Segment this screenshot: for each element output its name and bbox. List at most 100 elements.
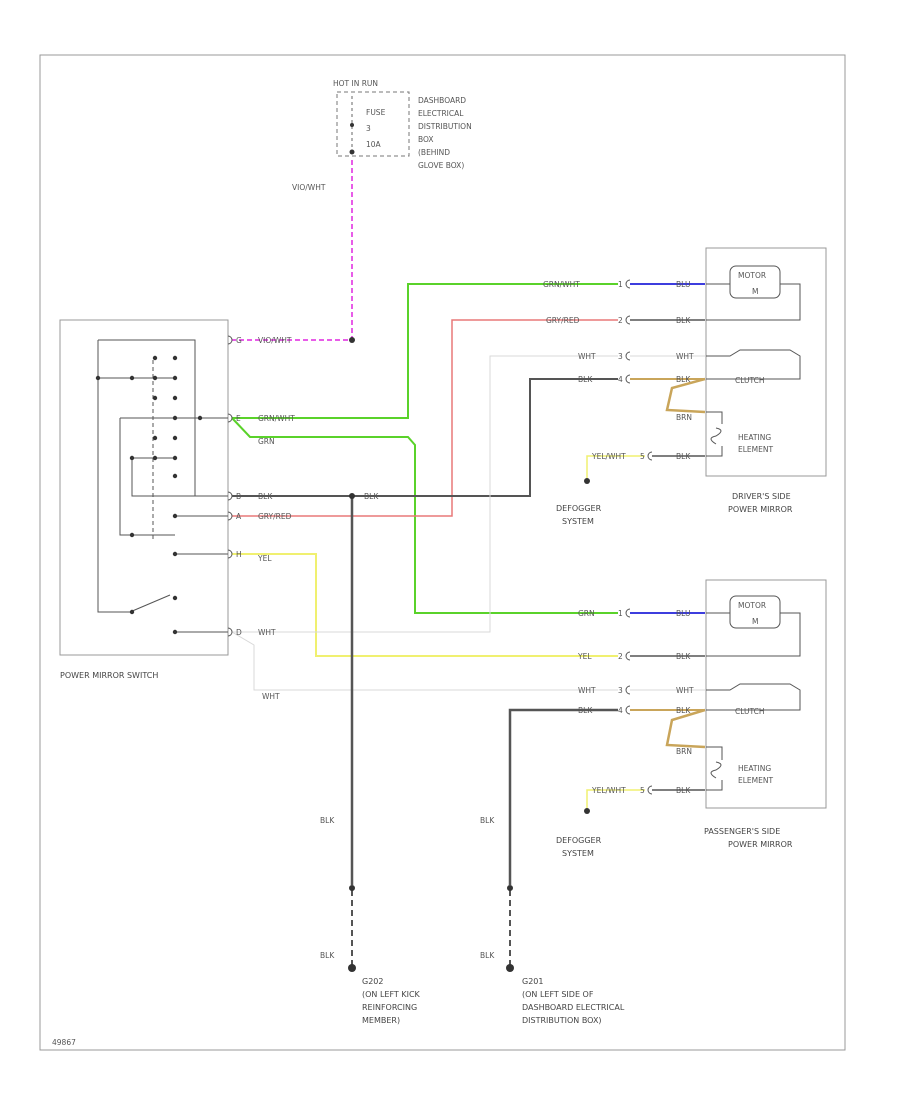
passengers-pin-1: 1 — [618, 609, 623, 618]
wire-gry-red — [232, 319, 618, 517]
ground-g201-symbol — [506, 964, 514, 972]
switch-outline — [59, 319, 229, 656]
fuse-loc-3: DISTRIBUTION — [418, 122, 472, 131]
fuse-hot-in-run: HOT IN RUN — [333, 79, 378, 88]
figure-id: 49867 — [52, 1038, 76, 1047]
defogger-driver-line-2: SYSTEM — [562, 517, 594, 526]
drivers-mirror-label-2: POWER MIRROR — [728, 505, 793, 514]
passengers-out-wire-4: BLK — [676, 706, 691, 715]
switch-label: POWER MIRROR SWITCH — [60, 671, 158, 680]
passengers-out-wire-1: BLU — [676, 609, 690, 618]
passengers-in-wire-5: YEL/WHT — [591, 786, 626, 795]
g201-desc-2: DASHBOARD ELECTRICAL — [522, 1003, 625, 1012]
drivers-mirror-label-1: DRIVER'S SIDE — [732, 492, 791, 501]
switch-pin-d: D — [236, 628, 242, 637]
wire-grn — [231, 417, 618, 614]
fuse-loc-5: (BEHIND — [418, 148, 450, 157]
g202-desc-1: (ON LEFT KICK — [362, 990, 421, 999]
passengers-pin-2: 2 — [618, 652, 623, 661]
passengers-out-wire-5: BRN — [676, 747, 692, 756]
passengers-in-wire-1: GRN — [578, 609, 595, 618]
drivers-pin-5: 5 — [640, 452, 645, 461]
fuse-line-3: 10A — [366, 140, 382, 149]
drivers-pin-2: 2 — [618, 316, 623, 325]
svg-text:M: M — [752, 287, 758, 296]
fuse-loc-4: BOX — [418, 135, 434, 144]
drivers-in-wire-3: WHT — [578, 352, 596, 361]
drivers-pin-1: 1 — [618, 280, 623, 289]
fuse-block: HOT IN RUN FUSE 3 10A DASHBOARD ELECTRIC… — [292, 79, 472, 192]
wire-blk-ground-2 — [508, 708, 618, 885]
wire-yel — [232, 553, 618, 657]
passengers-out-wire-6: BLK — [676, 786, 691, 795]
g202-desc-2: REINFORCING — [362, 1003, 417, 1012]
drivers-in-wire-4: BLK — [578, 375, 593, 384]
drivers-out-wire-1: BLU — [676, 280, 690, 289]
drivers-out-wire-2: BLK — [676, 316, 691, 325]
passengers-in-wire-3: WHT — [578, 686, 596, 695]
passengers-motor-icon — [729, 595, 781, 629]
drivers-heater-line-1: HEATING — [738, 433, 771, 442]
drivers-out-wire-4: BLK — [676, 375, 691, 384]
fuse-loc-6: GLOVE BOX) — [418, 161, 464, 170]
g202-id: G202 — [362, 977, 383, 986]
switch-wire-yel: YEL — [257, 554, 272, 563]
fuse-line-2: 3 — [366, 124, 371, 133]
drivers-mirror-outline — [705, 247, 827, 477]
switch-pin-a: A — [236, 512, 242, 521]
splice-vio — [349, 337, 355, 343]
drivers-motor-icon — [729, 265, 781, 299]
drivers-mirror: MOTOR M CLUTCH HEATING ELEMENT 1 2 3 4 5… — [543, 247, 827, 514]
switch-wire-blk: BLK — [258, 492, 273, 501]
drivers-out-wire-6: BLK — [676, 452, 691, 461]
defogger-passenger-line-1: DEFOGGER — [556, 836, 602, 845]
ground-g202-symbol — [348, 964, 356, 972]
wire-wht-driver — [232, 355, 618, 633]
switch-pin-h: H — [236, 550, 242, 559]
g201-id: G201 — [522, 977, 543, 986]
switch-wire-grn-wht: GRN/WHT — [258, 414, 295, 423]
drivers-in-wire-5: YEL/WHT — [591, 452, 626, 461]
switch-pin-g: G — [236, 336, 242, 345]
g201-desc-1: (ON LEFT SIDE OF — [522, 990, 594, 999]
passengers-heater-line-2: ELEMENT — [738, 776, 773, 785]
defogger-driver-dot — [584, 478, 590, 484]
drivers-motor-label: MOTOR — [738, 271, 766, 280]
switch-pin-b: B — [236, 492, 241, 501]
diagram-frame — [39, 54, 846, 1051]
drivers-in-wire-1: GRN/WHT — [543, 280, 580, 289]
ground-g202: BLK BLK G202 (ON LEFT KICK REINFORCING M… — [320, 816, 421, 1025]
ground-g201: BLK BLK G201 (ON LEFT SIDE OF DASHBOARD … — [480, 816, 625, 1025]
drivers-heater-line-2: ELEMENT — [738, 445, 773, 454]
fuse-loc-1: DASHBOARD — [418, 96, 466, 105]
switch-wire-vio-wht: VIO/WHT — [258, 336, 292, 345]
passengers-motor-label: MOTOR — [738, 601, 766, 610]
wire-yel-wht-passenger — [586, 789, 645, 810]
g202-desc-3: MEMBER) — [362, 1016, 400, 1025]
defogger-driver-line-1: DEFOGGER — [556, 504, 602, 513]
splice-blk — [349, 493, 355, 499]
feed-wire-label: VIO/WHT — [292, 183, 326, 192]
switch-wire-wht: WHT — [258, 628, 276, 637]
power-mirror-switch: G E B A H D VIO/WHT GRN/WHT GRN BLK GRY/… — [59, 319, 295, 680]
g201-desc-3: DISTRIBUTION BOX) — [522, 1016, 602, 1025]
passengers-in-wire-2: YEL — [577, 652, 592, 661]
drivers-out-wire-3: WHT — [676, 352, 694, 361]
drivers-in-wire-2: GRY/RED — [546, 316, 580, 325]
drivers-out-wire-5: BRN — [676, 413, 692, 422]
switch-pin-e: E — [236, 414, 241, 423]
fuse-box-outline — [336, 91, 410, 157]
passengers-mirror-label-1: PASSENGER'S SIDE — [704, 827, 780, 836]
svg-text:M: M — [752, 617, 758, 626]
defogger-passenger-dot — [584, 808, 590, 814]
passengers-pin-5: 5 — [640, 786, 645, 795]
g202-wire-bottom: BLK — [320, 951, 335, 960]
passengers-heater-line-1: HEATING — [738, 764, 771, 773]
g201-wire-top: BLK — [480, 816, 495, 825]
drivers-pin-3: 3 — [618, 352, 623, 361]
fuse-loc-2: ELECTRICAL — [418, 109, 464, 118]
fuse-line-1: FUSE — [366, 108, 386, 117]
passengers-mirror-label-2: POWER MIRROR — [728, 840, 793, 849]
passengers-out-wire-3: WHT — [676, 686, 694, 695]
passengers-pin-4: 4 — [618, 706, 623, 715]
